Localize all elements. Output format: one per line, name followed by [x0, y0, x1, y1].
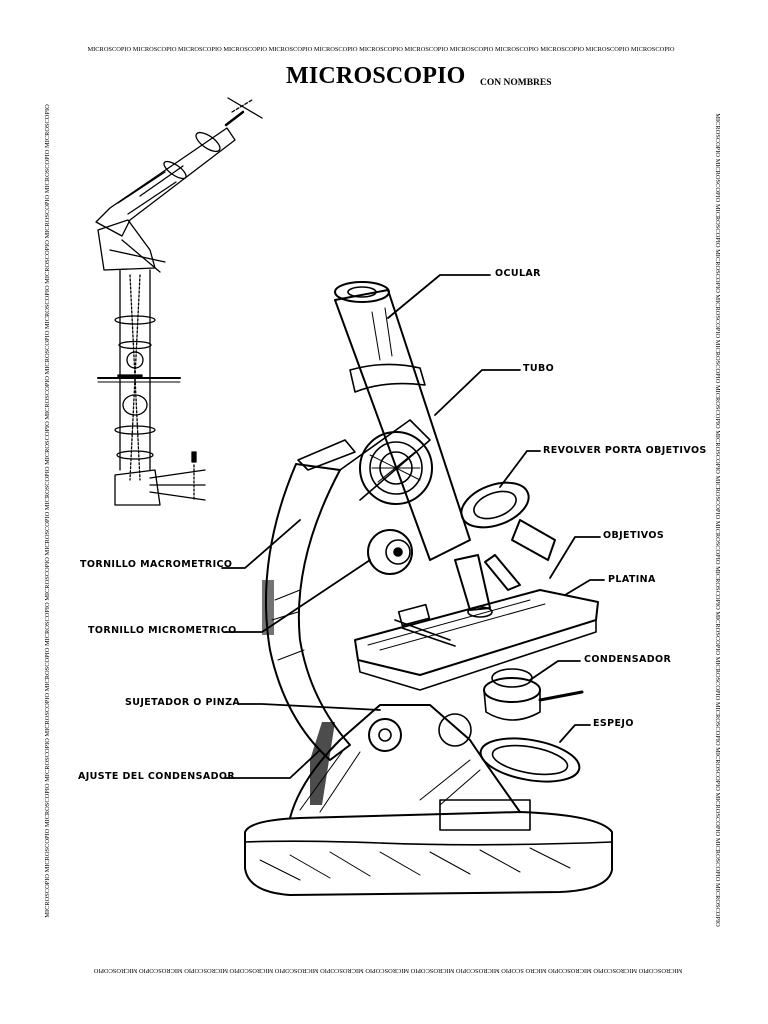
- microscope-drawing: [244, 281, 613, 896]
- page-subtitle: CON NOMBRES: [480, 78, 552, 88]
- label-platina: PLATINA: [608, 574, 656, 585]
- label-revolver-porta-objetivos: REVOLVER PORTA OBJETIVOS: [543, 445, 707, 456]
- label-ocular: OCULAR: [495, 268, 541, 279]
- label-objetivos: OBJETIVOS: [603, 530, 665, 541]
- label-tornillo-macrometrico: TORNILLO MACROMETRICO: [80, 559, 233, 570]
- page-title: MICROSCOPIO: [286, 63, 466, 89]
- label-condensador: CONDENSADOR: [584, 654, 672, 665]
- border-text-top: MICROSCOPIO MICROSCOPIO MICROSCOPIO MICR…: [87, 46, 675, 53]
- label-tubo: TUBO: [523, 363, 555, 374]
- label-sujetador-o-pinza: SUJETADOR O PINZA: [125, 697, 241, 708]
- label-tornillo-micrometrico: TORNILLO MICROMETRICO: [88, 625, 237, 636]
- optical-path-diagram: [95, 97, 263, 506]
- label-espejo: ESPEJO: [593, 718, 634, 729]
- label-leader-lines: [221, 274, 605, 779]
- label-ajuste-del-condensador: AJUSTE DEL CONDENSADOR: [78, 771, 236, 782]
